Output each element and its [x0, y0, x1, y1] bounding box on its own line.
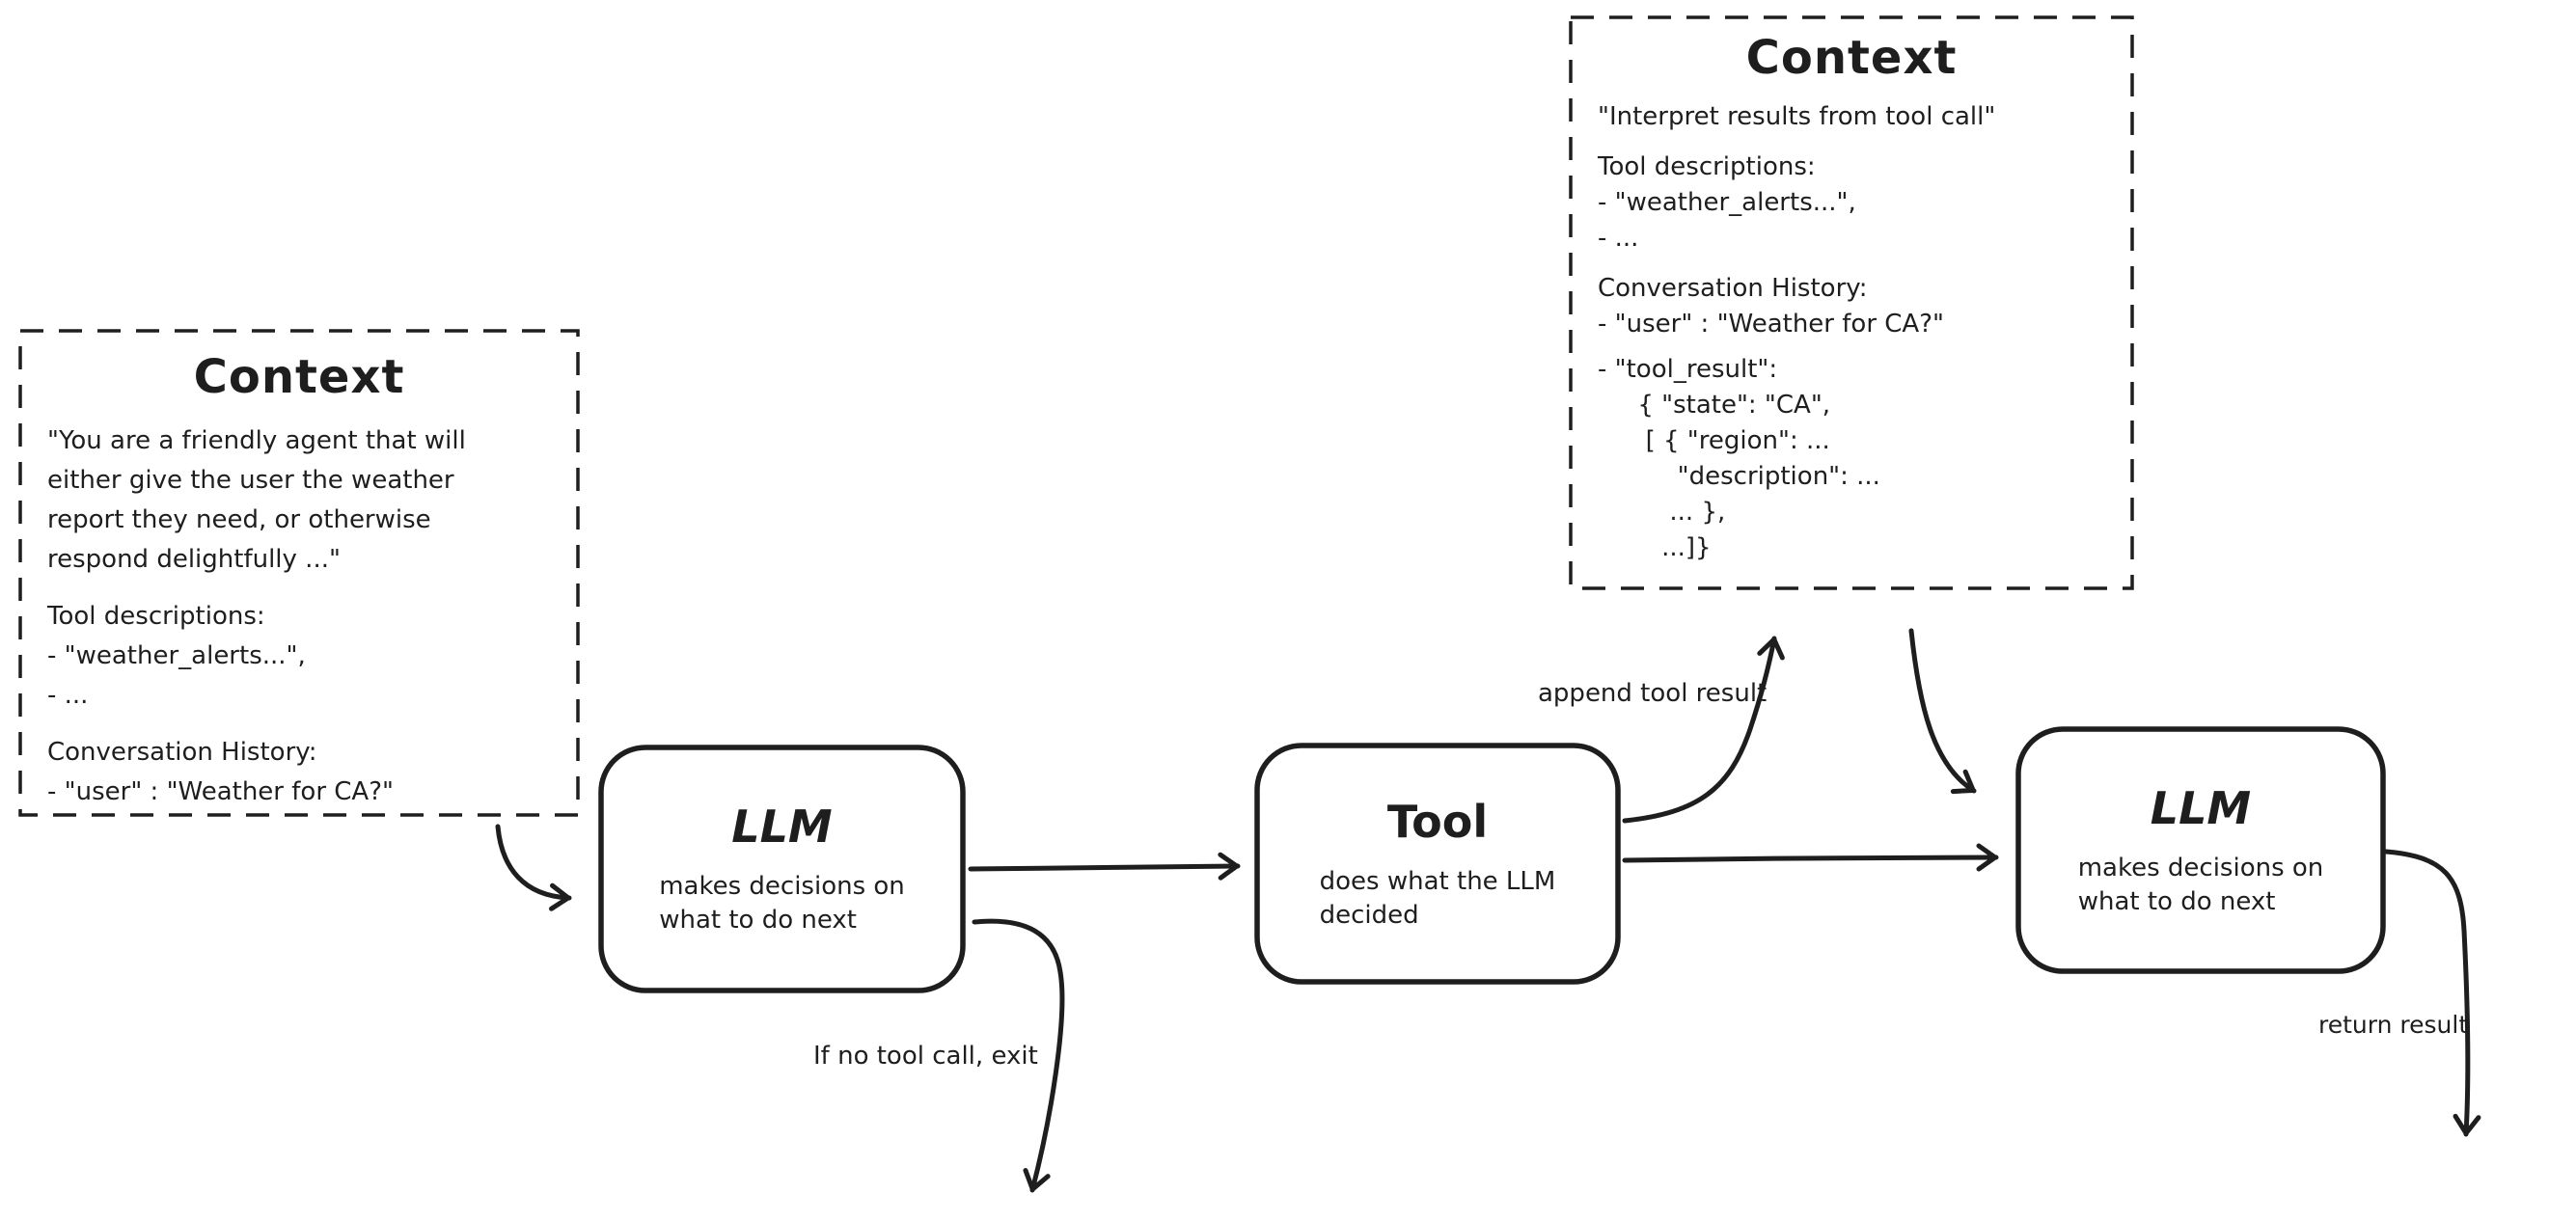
context-line: either give the user the weather — [47, 466, 454, 495]
node-line: does what the LLM — [1319, 866, 1556, 896]
context-line: { "state": "CA", — [1598, 391, 1831, 420]
node-line: makes decisions on — [659, 872, 905, 901]
context-line: Tool descriptions: — [47, 602, 265, 631]
edge-label-append-tool-result: append tool result — [1538, 679, 1768, 708]
context-line: - "tool_result": — [1598, 355, 1778, 384]
context-left-system-prompt: "You are a friendly agent that will eith… — [47, 421, 551, 580]
context-left-box: Context "You are a friendly agent that w… — [20, 331, 578, 815]
llm1-border — [598, 745, 966, 993]
context-line: respond delightfully ..." — [47, 545, 341, 574]
llm-node-1-title: LLM — [731, 800, 833, 853]
context-line: "description": ... — [1598, 462, 1880, 491]
context-line: - ... — [1598, 224, 1639, 253]
llm-node-2: LLM makes decisions on what to do next — [2018, 729, 2383, 971]
node-line: decided — [1319, 900, 1419, 930]
context-line: - ... — [47, 681, 89, 710]
context-line: report they need, or otherwise — [47, 505, 431, 534]
context-line: ... }, — [1598, 498, 1726, 527]
context-line: "You are a friendly agent that will — [47, 426, 466, 455]
context-line: - "user" : "Weather for CA?" — [1598, 310, 1944, 339]
edge-llm2-return — [2383, 849, 2481, 1137]
context-right-system-prompt: "Interpret results from tool call" — [1598, 99, 2105, 135]
context-line: ...]} — [1598, 533, 1712, 562]
context-line: Conversation History: — [1598, 274, 1868, 303]
edge-llm1-to-tool — [968, 852, 1241, 881]
context-line: Conversation History: — [47, 738, 317, 767]
node-line: what to do next — [659, 906, 857, 935]
context-line: - "weather_alerts...", — [1598, 188, 1856, 217]
context-left-conversation-history: Conversation History: - "user" : "Weathe… — [47, 733, 551, 812]
context-line: - "weather_alerts...", — [47, 641, 306, 670]
node-line: makes decisions on — [2077, 853, 2324, 882]
edge-tool-to-context-right — [1622, 636, 1785, 824]
context-left-title: Context — [193, 350, 405, 404]
context-line: Tool descriptions: — [1598, 152, 1816, 181]
tool-node: Tool does what the LLM decided — [1257, 746, 1618, 982]
llm2-border — [2015, 726, 2386, 974]
llm-node-1-description: makes decisions on what to do next — [659, 870, 905, 937]
node-line: what to do next — [2077, 886, 2276, 916]
tool-node-title: Tool — [1386, 795, 1489, 848]
context-left-tool-descriptions: Tool descriptions: - "weather_alerts..."… — [47, 597, 551, 716]
context-right-tool-result: - "tool_result": { "state": "CA", [ { "r… — [1598, 352, 2105, 566]
tool-border — [1254, 743, 1621, 985]
llm-node-2-title: LLM — [2150, 781, 2252, 834]
edge-llm1-exit — [972, 918, 1065, 1193]
edge-tool-to-llm2 — [1622, 843, 1999, 872]
edge-label-if-no-tool-call-exit: If no tool call, exit — [813, 1042, 1038, 1071]
tool-node-description: does what the LLM decided — [1320, 865, 1556, 933]
edge-context-left-to-llm1 — [495, 824, 572, 911]
context-right-title: Context — [1745, 31, 1958, 85]
context-right-tool-descriptions: Tool descriptions: - "weather_alerts..."… — [1598, 149, 2105, 257]
context-right-conversation-history: Conversation History: - "user" : "Weathe… — [1598, 271, 2105, 342]
llm-node-1: LLM makes decisions on what to do next — [601, 747, 963, 990]
edge-context-right-to-llm2 — [1908, 628, 1977, 795]
context-line: [ { "region": ... — [1598, 426, 1830, 455]
context-right-box: Context "Interpret results from tool cal… — [1571, 17, 2132, 588]
context-right-border — [1569, 15, 2134, 590]
context-line: - "user" : "Weather for CA?" — [47, 777, 394, 806]
context-left-border — [18, 329, 580, 817]
context-line: "Interpret results from tool call" — [1598, 102, 1996, 131]
llm-node-2-description: makes decisions on what to do next — [2078, 852, 2324, 919]
edge-label-return-result: return result — [2318, 1011, 2469, 1039]
